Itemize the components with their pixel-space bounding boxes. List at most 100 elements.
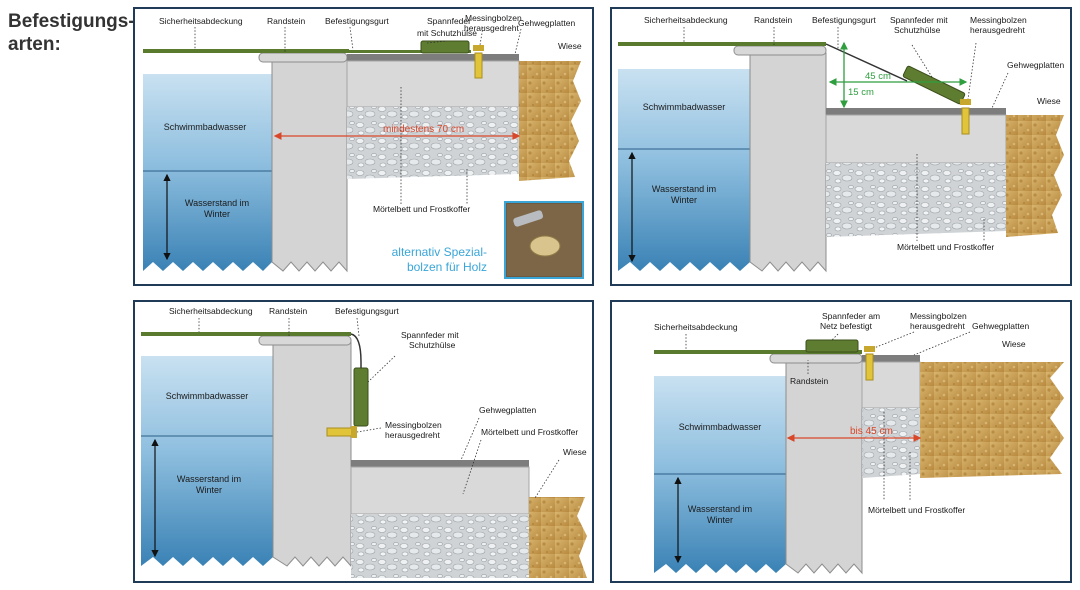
leader-bed-1 (462, 439, 482, 495)
label-spring-1: Spannfeder mit (401, 330, 459, 340)
safety-cover (141, 332, 351, 336)
label-bed: Mörtelbett und Frostkoffer (897, 242, 994, 252)
label-winter-1: Wasserstand im (177, 474, 241, 484)
label-spring-2: Schutzhülse (409, 340, 456, 350)
leader-strap (356, 317, 360, 337)
label-winter-1: Wasserstand im (652, 184, 716, 194)
strap (347, 50, 471, 53)
paving-slab (826, 108, 1006, 115)
pool-water (618, 69, 750, 271)
label-bed: Mörtelbett und Frostkoffer (868, 505, 965, 515)
label-winter-1: Wasserstand im (185, 198, 249, 208)
brass-bolt-head (473, 45, 484, 51)
gravel-bed (862, 408, 920, 478)
label-bolt-2: herausgedreht (910, 321, 965, 331)
page-heading: Befestigungs- arten: (8, 10, 135, 56)
label-winter-2: Winter (707, 515, 733, 525)
panel-strap-on-wall: Sicherheitsabdeckung Randstein Befestigu… (133, 300, 594, 583)
label-alt-1: alternativ Spezial- (392, 245, 487, 259)
pool-water (143, 74, 272, 271)
label-spring-1: Spannfeder am (822, 311, 880, 321)
spring-sleeve (353, 367, 369, 427)
label-pool-water: Schwimmbadwasser (679, 422, 762, 432)
label-cover: Sicherheitsabdeckung (654, 322, 738, 332)
leader-paving (460, 417, 480, 461)
brass-bolt-head (864, 346, 875, 352)
safety-cover (654, 350, 862, 354)
label-curb: Randstein (267, 16, 306, 26)
leader-bolt (967, 42, 977, 100)
lawn-soil (519, 61, 581, 181)
label-spring-1: Spannfeder (427, 16, 471, 26)
label-lawn: Wiese (1037, 96, 1061, 106)
label-strap: Befestigungsgurt (812, 15, 876, 25)
spring-sleeve (420, 40, 470, 54)
brass-bolt-head (960, 99, 971, 105)
leader-bolt (873, 331, 915, 349)
curb-block (785, 359, 863, 575)
label-spring-2: Schutzhülse (894, 25, 941, 35)
strap (825, 43, 908, 82)
label-spring-1: Spannfeder mit (890, 15, 948, 25)
curb-cap (258, 52, 348, 63)
panel-spring-on-net: Sicherheitsabdeckung Spannfeder am Netz … (610, 300, 1072, 583)
heading-line-1: Befestigungs- (8, 11, 135, 32)
brass-bolt (961, 107, 970, 135)
brass-bolt (474, 52, 483, 79)
pool-water (141, 356, 273, 566)
leader-bolt (356, 427, 382, 433)
brass-bolt (326, 427, 354, 437)
heading-line-2: arten: (8, 34, 61, 55)
leader-lawn (534, 459, 560, 499)
paving-slab (351, 460, 529, 467)
gravel-bed (347, 107, 519, 179)
label-lawn: Wiese (558, 41, 582, 51)
curb-block (749, 52, 827, 273)
curb-cap (258, 335, 352, 346)
paving-slab (347, 54, 519, 61)
leader-spring (426, 40, 448, 44)
lawn-soil (1006, 115, 1064, 237)
label-bed: Mörtelbett und Frostkoffer (373, 204, 470, 214)
label-spring-2: Netz befestigt (820, 321, 873, 331)
label-curb: Randstein (754, 15, 793, 25)
label-paving: Gehwegplatten (518, 18, 575, 28)
paving-body (825, 114, 1007, 164)
leader-spring (831, 333, 839, 341)
label-pool-water: Schwimmbadwasser (643, 102, 726, 112)
label-paving: Gehwegplatten (972, 321, 1029, 331)
paving-slab (862, 355, 920, 362)
gravel-bed (351, 514, 529, 578)
label-pool-water: Schwimmbadwasser (166, 391, 249, 401)
brass-bolt-head (351, 426, 357, 438)
label-measure-v: 15 cm (848, 87, 874, 98)
paving-body (346, 60, 520, 108)
label-paving: Gehwegplatten (1007, 60, 1064, 70)
photo-spring (513, 210, 544, 227)
spring-sleeve (902, 65, 966, 105)
curb-block (271, 58, 348, 273)
label-strap: Befestigungsgurt (325, 16, 389, 26)
label-winter-2: Winter (671, 195, 697, 205)
label-cover: Sicherheitsabdeckung (169, 306, 253, 316)
label-lawn: Wiese (563, 447, 587, 457)
label-spring-2: mit Schutzhülse (417, 28, 477, 38)
leader-paving (913, 331, 971, 356)
safety-cover (143, 49, 349, 53)
curb-block (272, 341, 352, 568)
leader-paving (514, 28, 522, 55)
photo-bolt-icon (529, 235, 561, 257)
label-cover: Sicherheitsabdeckung (159, 16, 243, 26)
label-pool-water: Schwimmbadwasser (164, 122, 247, 132)
label-winter-2: Winter (204, 209, 230, 219)
brass-bolt (865, 353, 874, 381)
label-bolt-2: herausgedreht (464, 23, 519, 33)
label-measure-h: 45 cm (865, 71, 891, 82)
spring-sleeve (805, 339, 859, 353)
label-curb: Randstein (269, 306, 308, 316)
label-alt-2: bolzen für Holz (407, 260, 487, 274)
leader-paving (991, 72, 1009, 109)
label-cover: Sicherheitsabdeckung (644, 15, 728, 25)
leader-strap (349, 26, 354, 51)
paving-body (350, 466, 530, 515)
